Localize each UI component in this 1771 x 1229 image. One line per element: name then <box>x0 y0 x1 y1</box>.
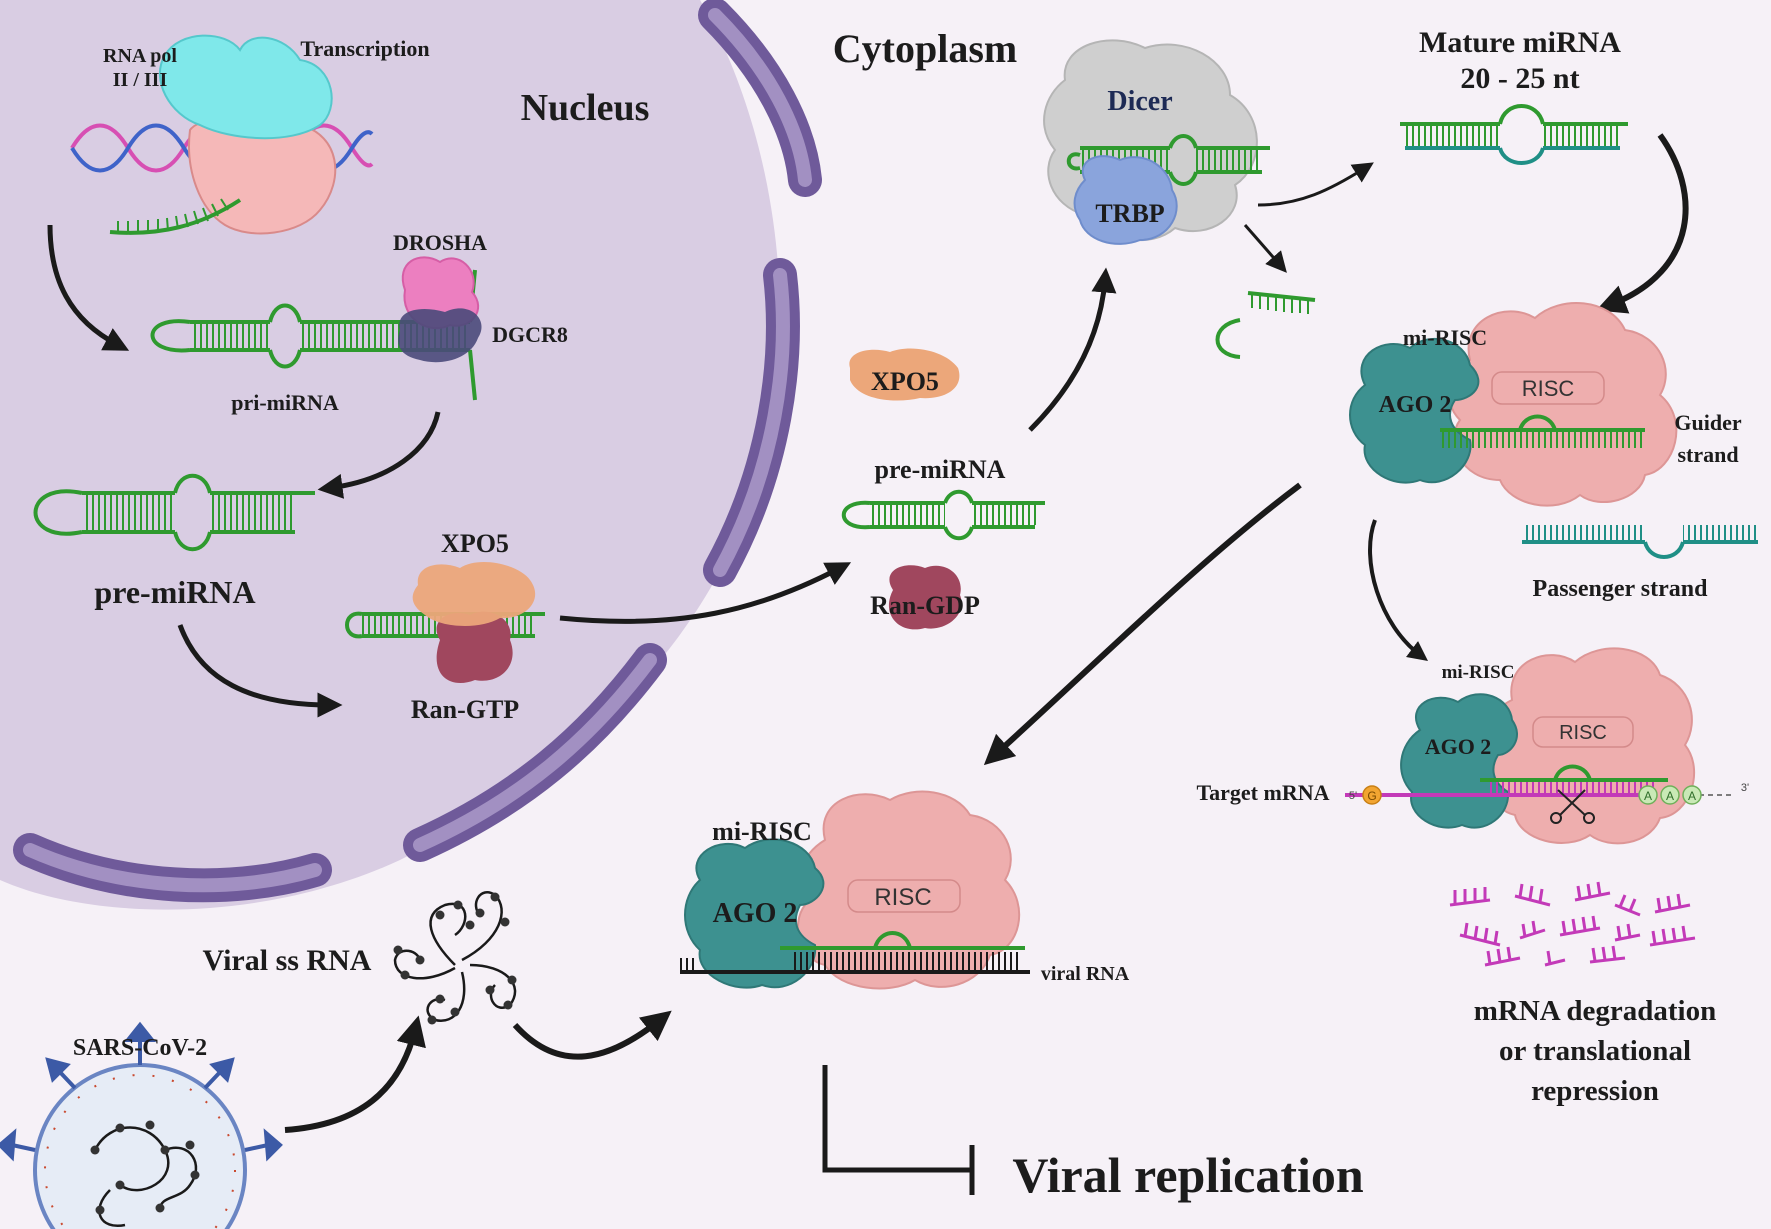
xpo5-rangtp-complex <box>345 561 545 684</box>
arrow-risc-to-target <box>1368 519 1428 662</box>
viral-ss-rna-label: Viral ss RNA <box>203 944 372 977</box>
ran-gdp-label: Ran-GDP <box>870 591 980 620</box>
dgcr8-label: DGCR8 <box>492 322 568 347</box>
pre-mirna-cytoplasmic-hairpin <box>841 489 1045 541</box>
mirisc-2-label: mi-RISC <box>1442 662 1515 683</box>
poly-a-label-1: A <box>1644 789 1652 803</box>
viral-ssrna <box>393 891 517 1022</box>
ago2-1-label: AGO 2 <box>1379 392 1452 418</box>
xpo5-nuclear-label: XPO5 <box>441 529 509 558</box>
risc-3-label: RISC <box>874 884 931 911</box>
passenger-strand <box>1522 525 1758 559</box>
nascent-rna-bases <box>117 198 229 233</box>
mirisc-viral-complex <box>680 790 1030 990</box>
arrow-to-mature-mirna <box>1257 162 1374 207</box>
arrow-nuclear-export <box>559 562 852 624</box>
trbp-label: TRBP <box>1095 199 1164 228</box>
cytoplasm-label: Cytoplasm <box>833 26 1017 71</box>
five-prime-label: 5' <box>1349 790 1357 802</box>
arrow-to-loop-fragment <box>1243 224 1287 273</box>
poly-a-2 <box>1660 785 1680 805</box>
arrow-ssrna-to-mirisc <box>512 1010 672 1060</box>
poly-a-3 <box>1682 785 1702 805</box>
mature-mirna-label: Mature miRNA <box>1419 26 1621 59</box>
guider-strand-label-1: Guider <box>1674 410 1741 435</box>
degradation-label-1: mRNA degradation <box>1474 995 1716 1027</box>
five-prime-cap <box>1362 785 1382 805</box>
drosha-dgcr8-complex <box>398 256 482 363</box>
cleaved-loop-fragment <box>1215 291 1316 359</box>
drosha-label: DROSHA <box>393 230 487 255</box>
xpo5-cytoplasmic-label: XPO5 <box>871 367 939 396</box>
arrow-pri-to-pre <box>317 411 441 499</box>
passenger-strand-label: Passenger strand <box>1533 576 1709 602</box>
mirisc-loading-complex <box>1349 302 1678 507</box>
viral-rna-label: viral RNA <box>1041 963 1130 985</box>
pri-mirna-label: pri-miRNA <box>231 390 339 415</box>
scissors-icon <box>1550 789 1595 824</box>
arrow-to-dicer <box>1028 267 1117 432</box>
dicer-trbp-complex <box>1043 39 1270 245</box>
mature-mirna-duplex <box>1400 104 1628 165</box>
viral-replication-label: Viral replication <box>1012 1147 1364 1203</box>
arrow-virus-to-ssrna <box>284 1015 426 1133</box>
mirisc-3-label: mi-RISC <box>712 817 812 846</box>
target-mrna-label: Target mRNA <box>1197 780 1330 805</box>
pre-mirna-nuclear-hairpin <box>33 473 315 552</box>
inhibition-line <box>822 1065 970 1173</box>
viral-ssrna-beads <box>393 892 517 1025</box>
transcription-label: Transcription <box>300 36 429 61</box>
mirisc-1-label: mi-RISC <box>1403 325 1487 350</box>
guider-strand-label-2: strand <box>1677 442 1738 467</box>
pre-mirna-nuclear-label: pre-miRNA <box>94 574 255 610</box>
poly-a-1 <box>1638 785 1658 805</box>
degradation-label-2: or translational <box>1499 1035 1691 1067</box>
nucleus-label: Nucleus <box>521 87 650 129</box>
arrow-pre-to-export <box>177 624 343 718</box>
dicer-label: Dicer <box>1107 86 1172 117</box>
sars-cov-2-label: SARS-CoV-2 <box>73 1035 207 1061</box>
arrow-transcription-to-pri <box>47 224 130 351</box>
arrow-mature-to-risc <box>1596 133 1689 314</box>
xpo5-cytoplasmic <box>849 348 960 401</box>
poly-a-label-3: A <box>1688 789 1696 803</box>
poly-a-label-2: A <box>1666 789 1674 803</box>
rna-pol-type-label: II / III <box>113 69 168 91</box>
rna-polymerase <box>159 34 337 235</box>
ago2-2-label: AGO 2 <box>1425 734 1492 759</box>
pre-mirna-cytoplasmic-label: pre-miRNA <box>875 455 1006 484</box>
mirisc-target-complex <box>1345 647 1735 845</box>
ran-gtp-label: Ran-GTP <box>411 695 519 724</box>
degraded-mrna-fragments <box>1449 881 1696 967</box>
three-prime-label: 3' <box>1741 782 1749 794</box>
degradation-label-3: repression <box>1531 1075 1659 1107</box>
cap-g-label: G <box>1367 789 1376 803</box>
ran-gdp <box>888 565 962 630</box>
nucleus <box>0 0 822 910</box>
risc-1-label: RISC <box>1522 376 1575 401</box>
mature-mirna-length-label: 20 - 25 nt <box>1460 62 1579 95</box>
ago2-3-label: AGO 2 <box>713 898 798 929</box>
rna-pol-label: RNA pol <box>103 45 177 67</box>
arrow-risc-to-viral-rna <box>983 482 1302 766</box>
risc-2-label: RISC <box>1559 722 1607 744</box>
sars-cov-2-virion <box>0 1021 283 1229</box>
